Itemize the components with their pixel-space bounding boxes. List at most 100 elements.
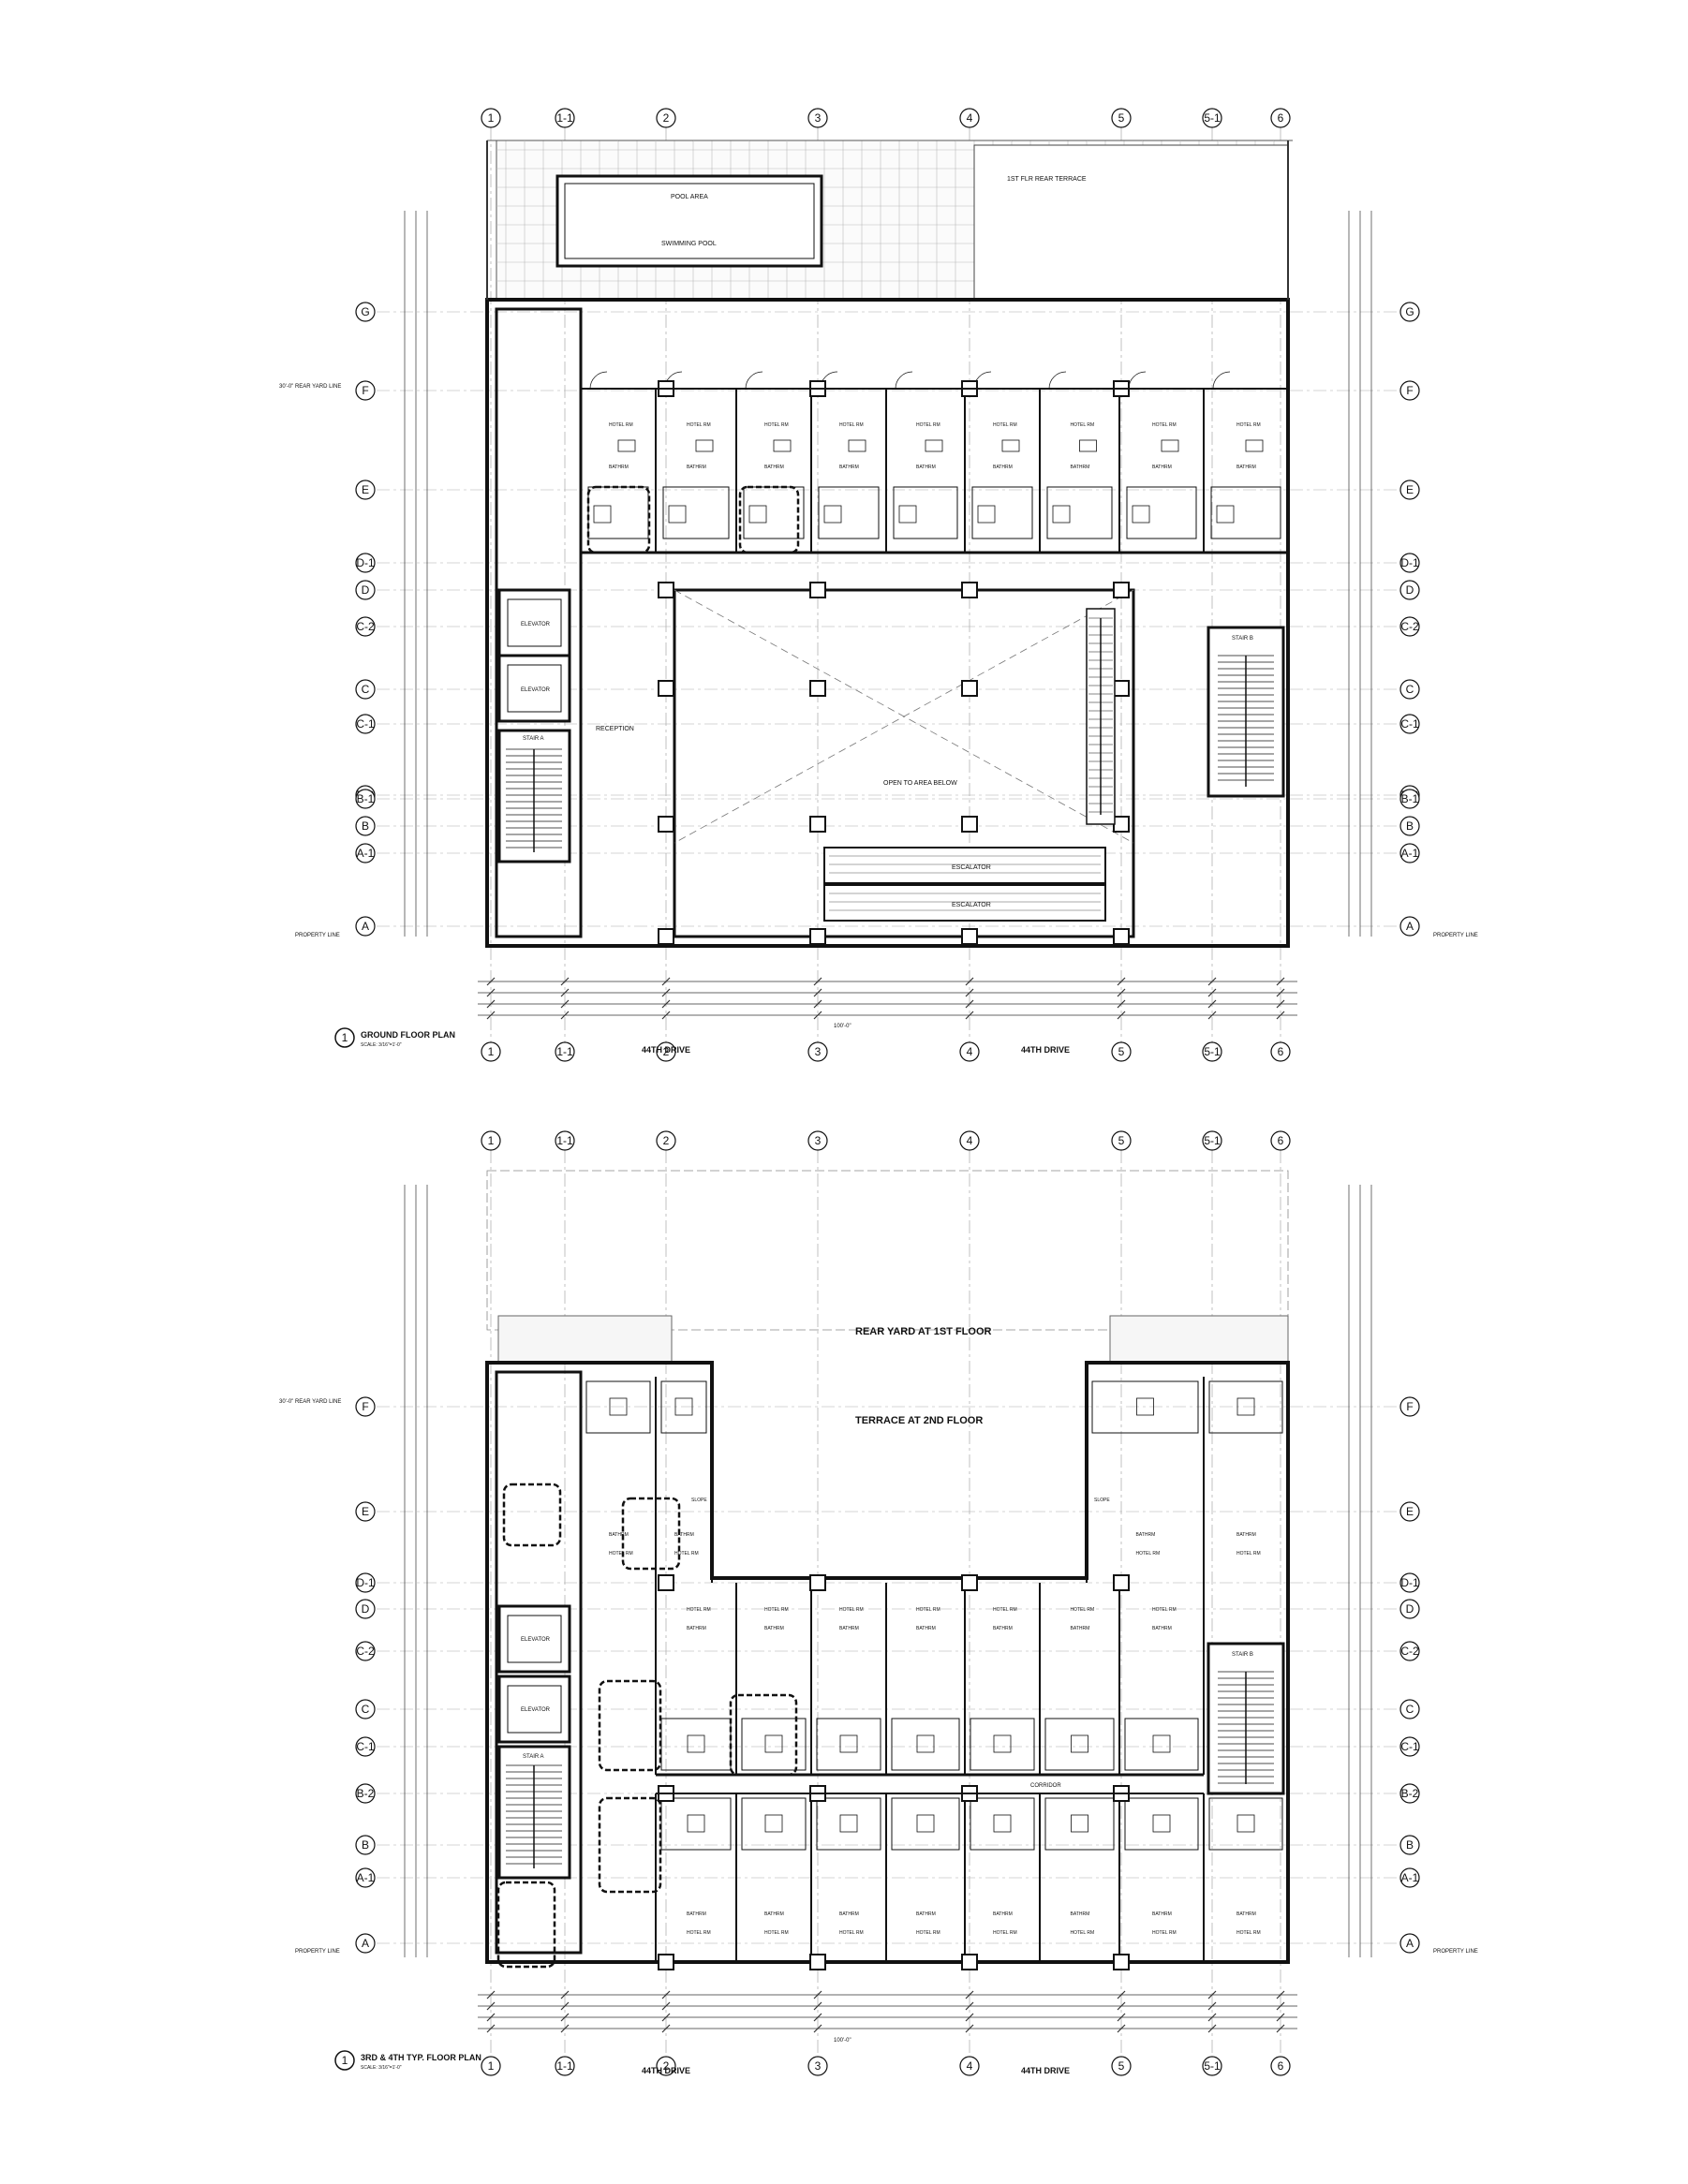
plan-number-badge: 1 — [342, 1031, 348, 1044]
grid-bubble — [656, 1041, 676, 1062]
grid-bubble-label: C — [362, 683, 370, 696]
terrace-label: TERRACE AT 2ND FLOOR — [855, 1415, 983, 1426]
grid-bubble — [1399, 580, 1420, 600]
bathroom-label: BATHRM — [839, 1626, 859, 1631]
grid-bubble-label: G — [1405, 305, 1414, 318]
grid-bubble-label: C-2 — [356, 1645, 375, 1658]
grid-bubble — [1399, 616, 1420, 637]
hotel-room-label: HOTEL RM — [1071, 422, 1095, 428]
grid-bubble — [1399, 1396, 1420, 1417]
bathroom-label: BATHRM — [1236, 465, 1256, 470]
grid-bubble-label: 1 — [488, 1045, 495, 1058]
rear-terrace-label: 1ST FLR REAR TERRACE — [1007, 176, 1087, 183]
grid-bubble — [355, 1867, 376, 1888]
grid-bubble-label: A-1 — [357, 847, 375, 860]
grid-bubble-label: A-1 — [357, 1871, 375, 1884]
grid-bubble-label: C-1 — [356, 717, 375, 730]
grid-bubble-label: B-2 — [1401, 1787, 1419, 1800]
stair-a-label: STAIR A — [523, 736, 544, 742]
grid-bubble — [355, 1736, 376, 1757]
bathroom-label: BATHRM — [839, 465, 859, 470]
grid-bubble — [656, 1130, 676, 1151]
swimming-pool-label: SWIMMING POOL — [661, 241, 717, 247]
grid-bubble — [355, 302, 376, 322]
grid-bubble-label: F — [362, 1400, 368, 1413]
grid-bubble — [355, 1396, 376, 1417]
grid-bubble-label: C-1 — [1400, 717, 1419, 730]
slope-label: SLOPE — [1094, 1498, 1110, 1503]
corridor-label: CORRIDOR — [1030, 1783, 1061, 1789]
bathroom-label: BATHRM — [1152, 465, 1172, 470]
hotel-room-label: HOTEL RM — [687, 1930, 711, 1936]
grid-bubble-label: 2 — [663, 2059, 670, 2073]
grid-bubble — [1399, 480, 1420, 500]
grid-bubble — [1399, 1641, 1420, 1661]
grid-bubble-label: D-1 — [356, 1576, 375, 1589]
grid-bubble-label: E — [362, 483, 369, 496]
grid-bubble — [555, 1130, 575, 1151]
stair-b-label: STAIR B — [1232, 636, 1253, 642]
building-outline-ground — [485, 298, 1290, 948]
grid-bubble — [1399, 380, 1420, 401]
hotel-room-label: HOTEL RM — [1236, 1551, 1261, 1557]
grid-bubble-label: D — [362, 583, 370, 597]
grid-bubble — [1399, 553, 1420, 573]
plan-scale-ground: SCALE: 3/16"=1'-0" — [361, 1042, 402, 1048]
grid-bubble — [355, 789, 376, 809]
grid-bubble — [959, 1130, 980, 1151]
grid-bubble-label: D — [362, 1602, 370, 1616]
elevator-t2 — [497, 1675, 571, 1744]
grid-bubble — [1399, 714, 1420, 734]
grid-bubble-label: 5 — [1118, 111, 1125, 125]
pool-area-label: POOL AREA — [671, 194, 708, 200]
grid-bubble-label: 3 — [815, 2059, 822, 2073]
grid-bubble-label: G — [361, 305, 369, 318]
overall-dimension-typ: 100'-0" — [834, 2038, 851, 2044]
rear-yard-label: REAR YARD AT 1ST FLOOR — [855, 1326, 992, 1337]
plan-title-ground: GROUND FLOOR PLAN — [361, 1030, 455, 1040]
bathroom-label: BATHRM — [916, 1626, 936, 1631]
hotel-room-label: HOTEL RM — [1071, 1607, 1095, 1613]
bathroom-label: BATHRM — [609, 465, 629, 470]
grid-bubble-label: D-1 — [1400, 1576, 1419, 1589]
grid-bubble — [1399, 916, 1420, 937]
grid-bubble — [355, 816, 376, 836]
grid-bubble — [355, 1641, 376, 1661]
hotel-room-label: HOTEL RM — [839, 1607, 864, 1613]
grid-bubble — [1399, 1933, 1420, 1954]
open-below-label: OPEN TO AREA BELOW — [883, 780, 957, 787]
grid-bubble — [355, 843, 376, 863]
property-line-label-left-typ: PROPERTY LINE — [295, 1949, 340, 1955]
bathroom-label: BATHRM — [916, 465, 936, 470]
hotel-room-label: HOTEL RM — [764, 1607, 789, 1613]
bathroom-label: BATHRM — [839, 1911, 859, 1917]
stair-b-label-typ: STAIR B — [1232, 1652, 1253, 1658]
grid-bubble — [1270, 108, 1291, 128]
grid-bubble-label: A-1 — [1401, 847, 1419, 860]
plan-scale-typical: SCALE: 3/16"=1'-0" — [361, 2065, 402, 2071]
grid-bubble-label: D-1 — [1400, 556, 1419, 569]
grid-bubble-label: 5 — [1118, 2059, 1125, 2073]
grid-bubble — [355, 616, 376, 637]
bathroom-label: BATHRM — [993, 1911, 1013, 1917]
grid-bubble — [959, 1041, 980, 1062]
grid-bubble-label: E — [1406, 1505, 1414, 1518]
bathroom-label: BATHRM — [1071, 1626, 1090, 1631]
grid-bubble — [1399, 843, 1420, 863]
grid-bubble — [1202, 1130, 1222, 1151]
grid-bubble-label: 3 — [815, 1134, 822, 1147]
hotel-room-label: HOTEL RM — [993, 1607, 1017, 1613]
hotel-room-label: HOTEL RM — [687, 422, 711, 428]
grid-bubble-label: C-1 — [356, 1740, 375, 1753]
bathroom-label: BATHRM — [687, 1626, 706, 1631]
grid-bubble-label: A — [1406, 1937, 1414, 1950]
bathroom-label: BATHRM — [1071, 465, 1090, 470]
grid-bubble-label: A — [1406, 920, 1414, 933]
grid-bubble — [355, 553, 376, 573]
grid-bubble — [355, 1933, 376, 1954]
hotel-room-label: HOTEL RM — [1152, 1607, 1177, 1613]
grid-bubble — [355, 1599, 376, 1619]
